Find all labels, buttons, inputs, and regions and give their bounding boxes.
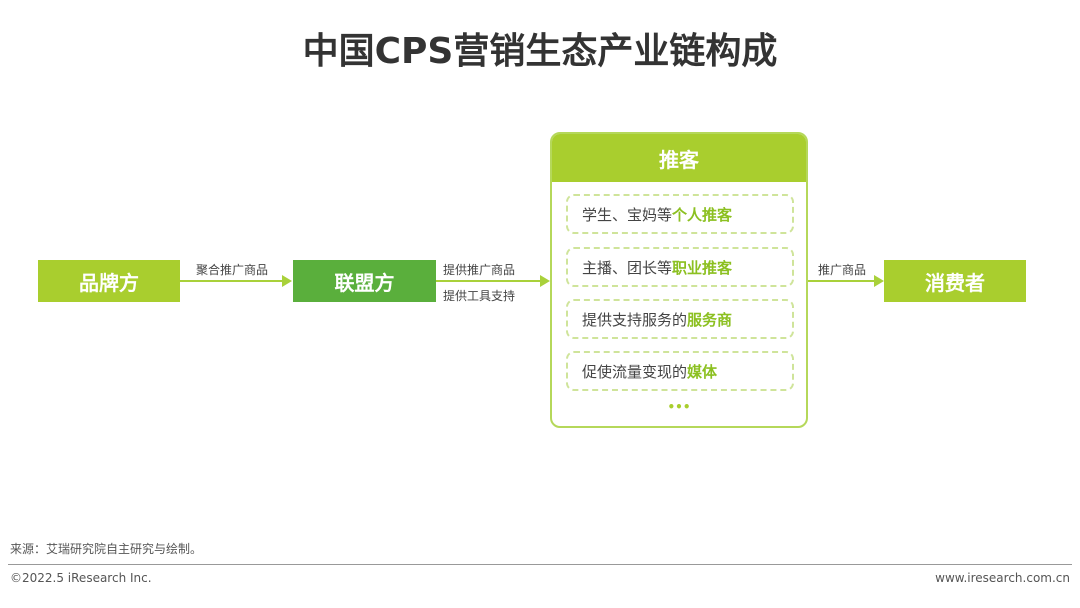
item-highlight: 职业推客 <box>672 258 733 277</box>
copyright: ©2022.5 iResearch Inc. <box>10 571 152 585</box>
node-brand: 品牌方 <box>38 260 180 302</box>
arrow-icon <box>540 275 550 287</box>
edge-line <box>808 280 876 282</box>
edge-label: 提供推广商品 <box>443 263 516 277</box>
website: www.iresearch.com.cn <box>935 571 1070 585</box>
item-text: 促使流量变现的 <box>582 362 688 381</box>
promoter-title: 推客 <box>552 134 806 182</box>
item-text: 学生、宝妈等 <box>582 205 673 224</box>
edge-label: 聚合推广商品 <box>196 263 269 277</box>
node-alliance: 联盟方 <box>293 260 436 302</box>
page-title: 中国CPS营销生态产业链构成 <box>302 31 778 72</box>
arrow-icon <box>282 275 292 287</box>
more-icon: ••• <box>667 400 691 414</box>
node-consumer: 消费者 <box>884 260 1026 302</box>
promoter-item: 学生、宝妈等个人推客 <box>566 194 794 234</box>
promoter-item: 促使流量变现的媒体 <box>566 351 794 391</box>
edge-line <box>436 280 542 282</box>
promoter-item: 主播、团长等职业推客 <box>566 247 794 287</box>
arrow-icon <box>874 275 884 287</box>
edge-label: 提供工具支持 <box>443 289 516 303</box>
footer-divider <box>8 564 1072 565</box>
item-text: 提供支持服务的 <box>582 310 688 329</box>
item-highlight: 服务商 <box>687 310 733 329</box>
promoter-panel: 推客 学生、宝妈等个人推客 主播、团长等职业推客 提供支持服务的服务商 促使流量… <box>550 132 808 428</box>
source-note: 来源：艾瑞研究院自主研究与绘制。 <box>10 542 203 556</box>
edge-line <box>180 280 284 282</box>
item-text: 主播、团长等 <box>582 258 673 277</box>
promoter-item: 提供支持服务的服务商 <box>566 299 794 339</box>
edge-label: 推广商品 <box>818 263 867 277</box>
item-highlight: 个人推客 <box>672 205 733 224</box>
item-highlight: 媒体 <box>687 362 718 381</box>
